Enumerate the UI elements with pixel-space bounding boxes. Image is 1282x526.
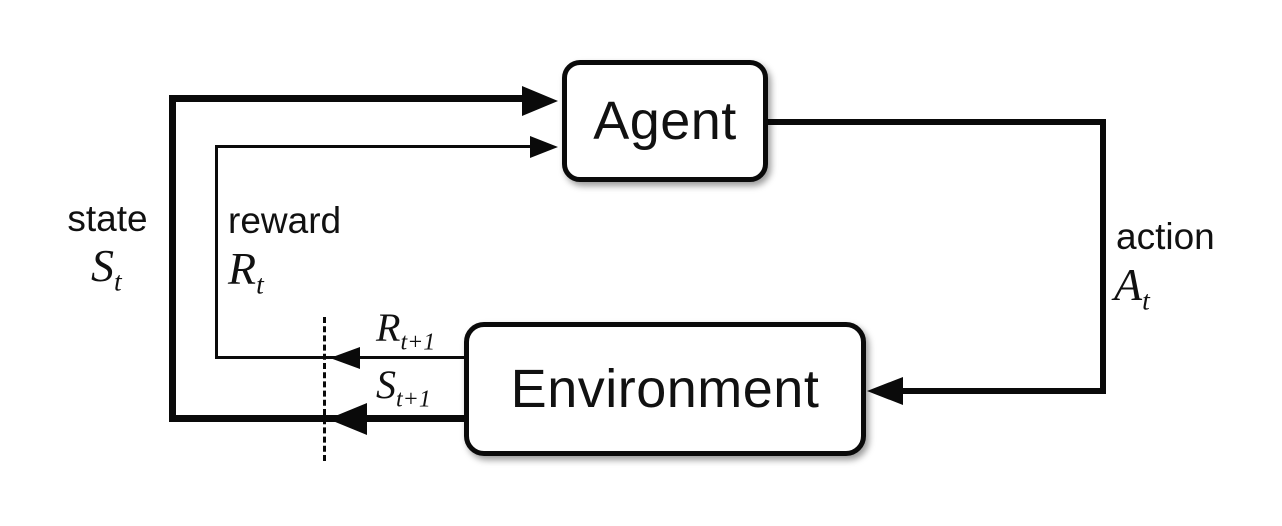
next-reward-symbol-letter: R (376, 305, 401, 350)
reward-line-vertical (215, 145, 218, 359)
next-state-arrowhead-at-boundary-icon (328, 403, 367, 435)
agent-box: Agent (562, 60, 768, 182)
state-line-top-horizontal (169, 95, 522, 102)
agent-label: Agent (593, 91, 737, 151)
state-line-vertical (169, 95, 176, 422)
action-line-bottom-horizontal (902, 388, 1106, 394)
action-label: action (1116, 216, 1215, 257)
next-state-symbol: St+1 (376, 362, 431, 412)
next-state-symbol-letter: S (376, 362, 396, 407)
reward-arrowhead-into-agent-icon (530, 136, 558, 158)
next-reward-symbol-subscript: t+1 (400, 329, 436, 356)
action-line-vertical (1100, 119, 1106, 394)
action-symbol: At (1114, 259, 1150, 314)
time-boundary-dashed-line (323, 317, 326, 461)
state-label: state (67, 198, 148, 239)
state-symbol-subscript: t (114, 265, 122, 297)
action-line-top-horizontal (768, 119, 1106, 125)
action-symbol-subscript: t (1142, 284, 1150, 316)
reward-symbol: Rt (228, 243, 264, 298)
environment-box: Environment (464, 322, 866, 456)
reward-symbol-subscript: t (256, 268, 264, 300)
state-arrowhead-into-agent-icon (522, 86, 558, 116)
next-reward-symbol: Rt+1 (376, 305, 435, 355)
reward-symbol-letter: R (228, 243, 257, 294)
state-line-bottom-horizontal (169, 415, 466, 422)
state-symbol-letter: S (91, 240, 114, 291)
state-symbol: St (91, 240, 122, 295)
reward-label: reward (228, 200, 342, 241)
action-arrowhead-into-environment-icon (867, 377, 903, 405)
environment-label: Environment (510, 359, 820, 419)
next-state-symbol-subscript: t+1 (396, 386, 431, 413)
reward-line-top-horizontal (215, 145, 530, 148)
action-symbol-letter: A (1114, 259, 1143, 310)
next-reward-arrowhead-at-boundary-icon (330, 347, 360, 369)
